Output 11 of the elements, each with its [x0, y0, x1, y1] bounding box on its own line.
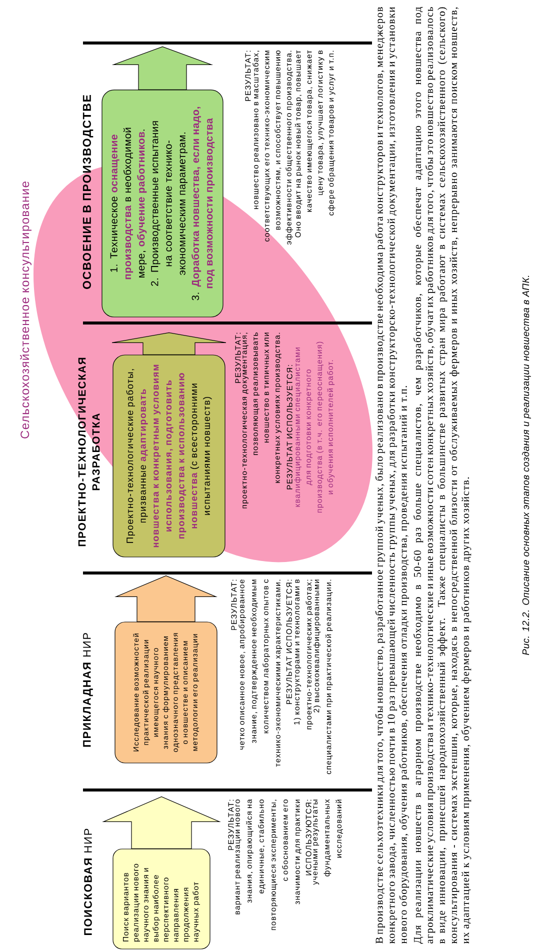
column-heading: ОСВОЕНИЕ В ПРОИЗВОДСТВЕ [82, 95, 94, 289]
block-arrow [102, 796, 221, 849]
node-label: Сельскохозяйственное консультирование [20, 182, 32, 438]
paragraph: Для реализации новшеств в аграрном производстве необходимо в 50-60 раз больше специалистов, чем разработчиков, которые обеспечат адаптацию этого новшества под агроклиматические условия производства и технико-технологические и иные возможности сотен конкретных хозяйств, обучат их работников для того, чтобы это новшество реализовалось в виде инновации, принесшей народнохозяйственный эффект. Также специалисты в большинстве развитых стран мира работают в системах сельскохозяйственного (сельского) консультирования - системах экстеншин, которые, находясь в непосредственной близости от обслуживаемых фермеров и иных хозяйств, непрерывно занимаются поиском новшеств, их адаптацией к условиям применения, обучением фермеров и работников других хозяйств. [413, 7, 472, 944]
column-heading: ПРИКЛАДНАЯ НИР [83, 633, 93, 747]
column-heading: ПРОЕКТНО-ТЕХНОЛОГИЧЕСКАЯ РАЗРАБОТКА [78, 358, 100, 546]
block-arrow [112, 332, 226, 355]
caption: Рис. 12.2. Описание основных этапов создания и реализации новшества в АПК. [522, 276, 531, 656]
block-arrow [114, 575, 218, 622]
column-heading: ПОИСКОВАЯ НИР [84, 828, 92, 935]
block-arrow [112, 46, 214, 90]
